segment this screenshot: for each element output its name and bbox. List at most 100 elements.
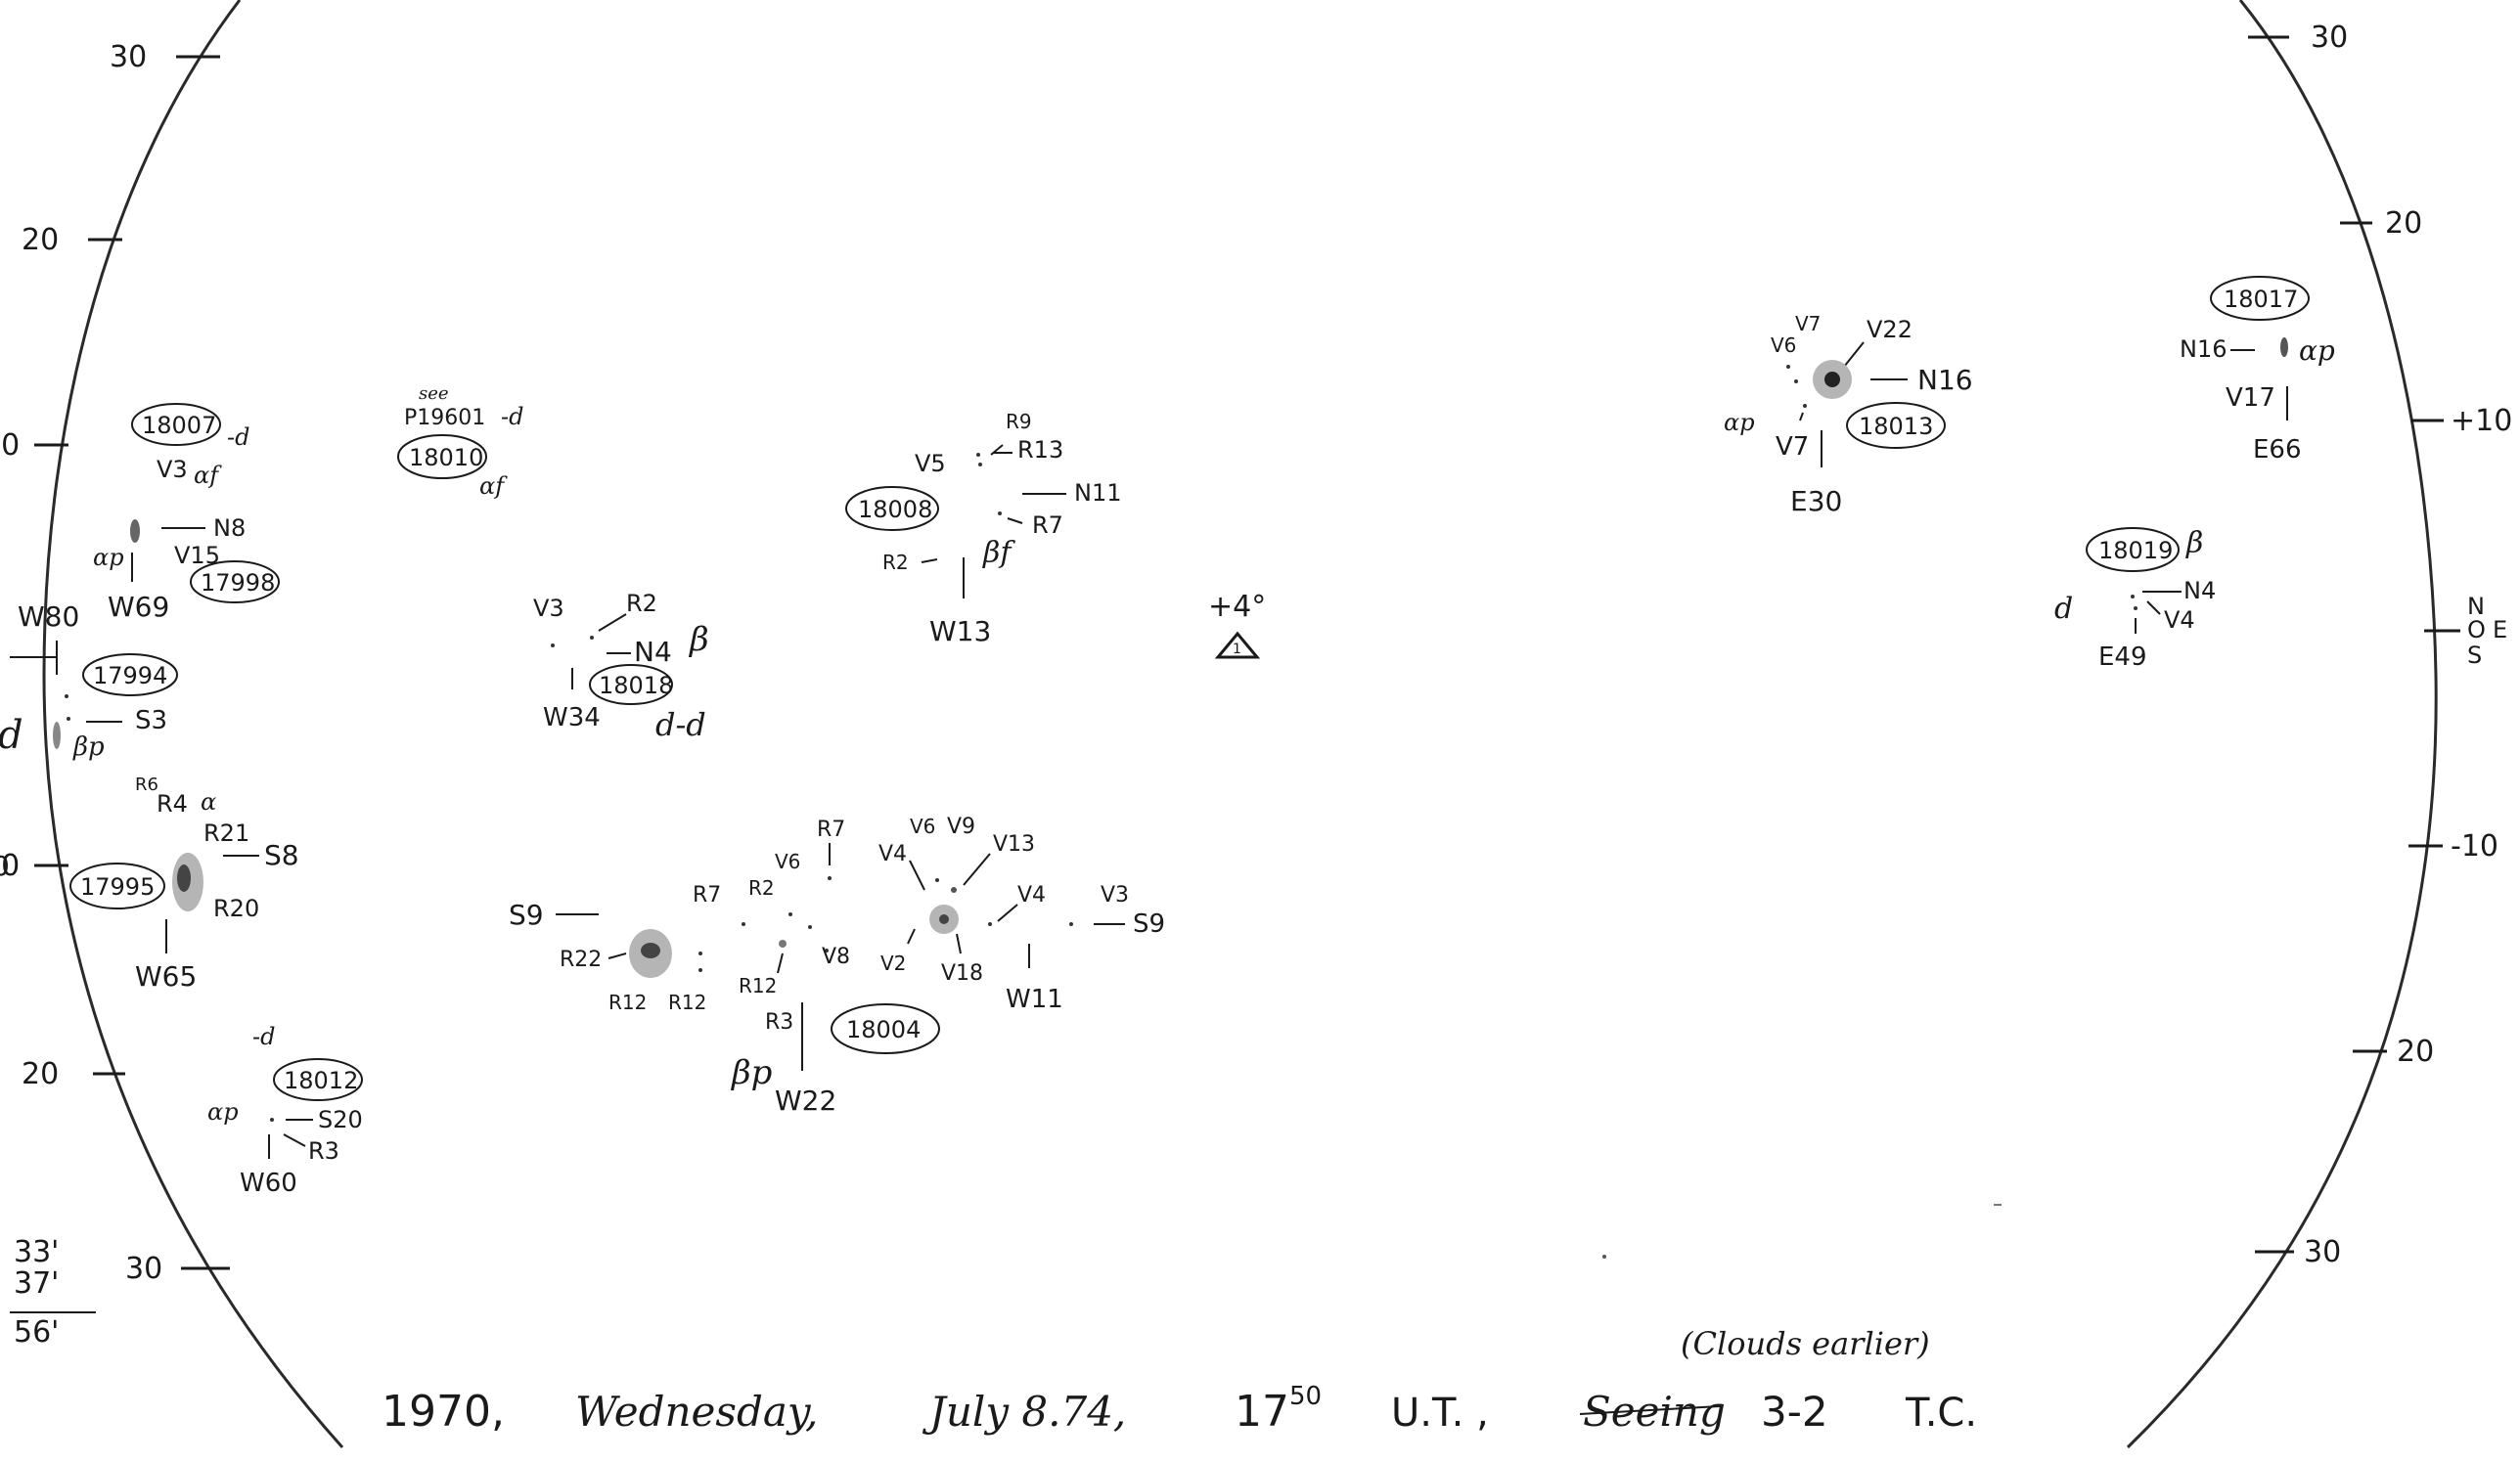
tick-label: 30 [110,40,147,74]
class-label: β [2185,526,2203,560]
group-number: 18019 [2098,537,2173,564]
solar-limb-left [42,0,344,1449]
class-label: d [2054,592,2073,626]
sunspot-group-18004: R7 V6 V4 V6 V9 V13 S9 R7 R2 V4 V3 S9 R22… [509,815,1165,1117]
sunspot [67,717,70,721]
position-label: R21 [203,820,249,847]
position-label: R7 [817,818,845,842]
meridian-label: W65 [135,960,197,993]
sunspot [1786,365,1790,369]
position-label: V13 [993,832,1035,857]
group-number-oval [1846,402,1946,449]
compass-label: N O S E [2424,593,2507,669]
center-latitude-label: +4° [1208,590,1266,624]
position-label: V6 [1771,333,1796,357]
position-label: V6 [910,815,935,838]
position-label: V3 [1101,883,1129,908]
sunspot [53,722,61,749]
tick-label: -10 [2451,829,2498,864]
strike-line [1579,1405,1721,1415]
leader-line [1843,341,1865,368]
position-label: R22 [560,948,602,972]
position-label: R2 [882,551,909,574]
position-label: R2 [748,876,775,900]
observation-caption: (Clouds earlier) 1970, Wednesday, July 8… [382,1325,1977,1437]
position-label: V2 [880,952,906,975]
leader-line [2146,600,2161,615]
position-label: N16 [1917,364,1973,396]
scale-note-sum: 56' [14,1315,59,1350]
position-label: R2 [626,590,657,617]
position-label: R7 [693,883,721,908]
sunspot [1803,404,1807,408]
triangle-marker-number: 1 [1233,642,1241,657]
leader-line [907,928,916,945]
class-label: -d [501,403,523,430]
group-number: 18008 [858,496,932,523]
position-label: S9 [1133,909,1165,939]
sunspot [779,940,787,948]
meridian-label: E30 [1790,485,1842,517]
edge-class-label: d [0,713,23,758]
linked-group-number: 17998 [201,569,275,597]
meridian-label: W22 [775,1085,836,1117]
group-number-oval [131,403,221,446]
sunspot [828,876,832,880]
class-label: αf [479,472,508,500]
caption-day: Wednesday, [575,1388,818,1436]
class-label: βf [982,536,1015,570]
leader-line [1007,517,1023,524]
tick-label: 20 [22,223,59,257]
sunspot [742,922,745,926]
leader-line [956,933,962,954]
sunspot [788,912,792,916]
leader-line [598,613,627,632]
position-label: V22 [1867,316,1912,343]
sunspot [2134,606,2138,610]
meridian-label: W11 [1006,985,1063,1014]
class-label: β [688,620,709,659]
edge-class-label: 0 [0,850,10,882]
position-label: R12 [668,991,706,1014]
position-label: S8 [264,839,299,871]
group-number-oval [2210,276,2310,321]
position-label: R12 [739,974,777,997]
leader-line [608,953,627,959]
sunspot [825,949,829,953]
group-number: 18017 [2224,286,2298,313]
sunspot [1069,922,1073,926]
position-label: V4 [878,842,907,866]
umbra [939,914,949,924]
group-number: 17994 [93,662,167,689]
tick-label: 20 [2397,1035,2434,1069]
compass-e: E [2493,616,2507,643]
class-label: αf [194,462,222,489]
caption-observer: T.C. [1905,1391,1977,1436]
caption-year: 1970, [382,1387,505,1437]
position-label: V17 [2226,383,2275,413]
sunspot-group-18010: see P19601 -d 18010 αf [397,383,523,500]
umbra [1824,372,1840,387]
leader-line [921,558,938,563]
sunspot [808,925,812,929]
position-label: V15 [174,542,220,569]
meridian-label: W13 [929,615,991,647]
tick-label: 20 [22,1057,59,1091]
caption-date: July 8.74, [922,1388,1126,1436]
tick-label: 10 [0,428,20,463]
group-number-oval [831,1003,940,1054]
group-number-oval [2086,527,2180,572]
position-label: R6 [135,775,158,795]
group-number: 18013 [1859,413,1933,440]
sunspot-group-18007: 18007 -d V3 αf N8 V15 αp W69 17998 [93,403,280,623]
position-label: S20 [318,1106,363,1133]
tick-label: 30 [125,1252,162,1286]
sunspot-group-17994: W80 17994 S3 βp d [0,600,178,762]
class-label: d-d [655,706,706,743]
leader-line [909,860,925,891]
meridian-label: E66 [2253,435,2302,465]
position-label: V4 [2164,606,2195,634]
position-label: V3 [533,595,564,622]
